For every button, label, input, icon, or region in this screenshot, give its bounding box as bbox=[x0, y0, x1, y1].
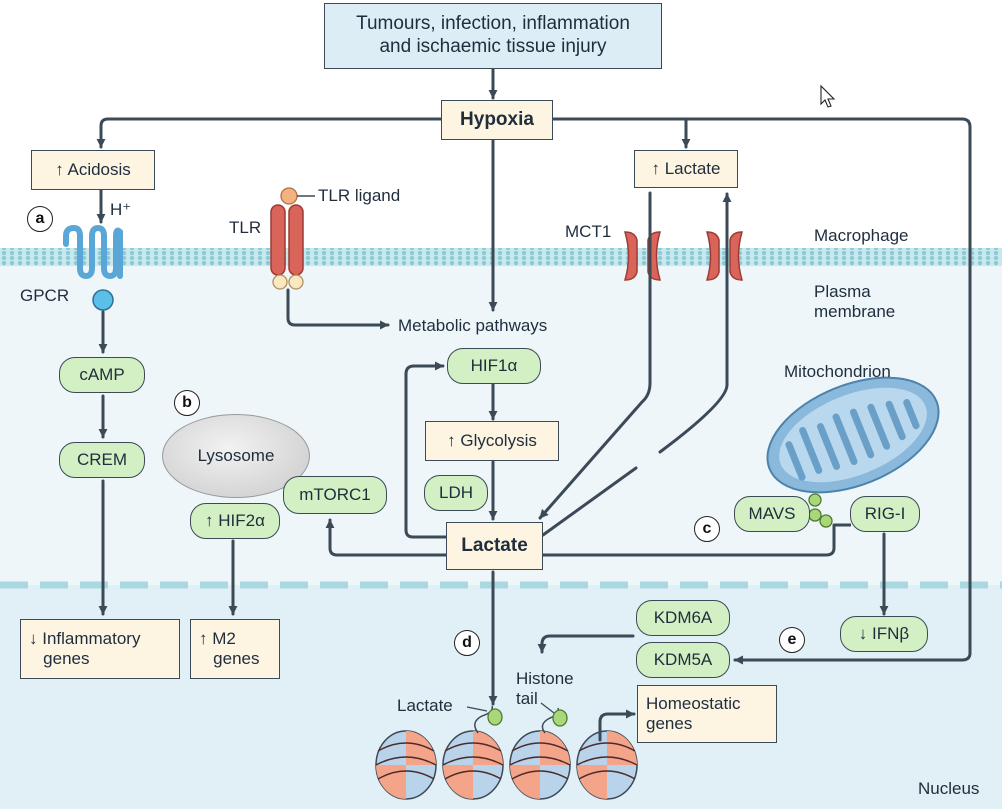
nucleus-label: Nucleus bbox=[918, 779, 980, 798]
panel-label-d: d bbox=[454, 630, 480, 656]
mitochondrion-label: Mitochondrion bbox=[784, 362, 891, 381]
acidosis-box: ↑ Acidosis bbox=[31, 150, 155, 190]
panel-label-b: b bbox=[174, 390, 200, 416]
ifnb-box: ↓ IFNβ bbox=[840, 616, 928, 652]
camp-box: cAMP bbox=[59, 357, 145, 393]
plasma-membrane-band bbox=[0, 248, 1002, 266]
histone-tail-label: Histone tail bbox=[516, 669, 574, 708]
g-protein bbox=[92, 289, 114, 311]
mtorc1-box: mTORC1 bbox=[283, 476, 387, 514]
homeostatic-genes-box: Homeostatic genes bbox=[637, 685, 777, 743]
hypoxia-box: Hypoxia bbox=[441, 100, 553, 140]
tlr-label: TLR bbox=[229, 218, 262, 237]
tlr-receptor bbox=[270, 187, 304, 290]
lactate-small-label: Lactate bbox=[397, 696, 453, 715]
mavs-box: MAVS bbox=[734, 496, 810, 532]
nucleosomes bbox=[375, 705, 638, 800]
lactate-center-box: Lactate bbox=[446, 522, 543, 570]
tlr-ligand-label: TLR ligand bbox=[318, 186, 401, 205]
plasma-membrane-label: Plasma membrane bbox=[814, 282, 896, 321]
glycolysis-box: ↑ Glycolysis bbox=[425, 421, 559, 461]
mitochondrion-organelle bbox=[766, 376, 940, 494]
panel-label-a: a bbox=[27, 206, 53, 232]
hif2a-box: ↑ HIF2α bbox=[190, 503, 280, 539]
kdm6a-box: KDM6A bbox=[636, 600, 730, 636]
metabolic-pathways-label: Metabolic pathways bbox=[398, 316, 548, 335]
panel-label-c: c bbox=[694, 516, 720, 542]
lactate-up-box: ↑ Lactate bbox=[634, 150, 738, 188]
macrophage-label: Macrophage bbox=[814, 226, 909, 245]
gpcr-receptor bbox=[63, 224, 123, 280]
hif1a-box: HIF1α bbox=[447, 348, 541, 384]
gpcr-label: GPCR bbox=[20, 286, 70, 305]
panel-label-e: e bbox=[779, 627, 805, 653]
pathway-arrows bbox=[96, 66, 972, 742]
rig-i-box: RIG-I bbox=[850, 496, 920, 532]
h-plus-label: H⁺ bbox=[110, 200, 132, 219]
top-box-trigger: Tumours, infection, inflammation and isc… bbox=[324, 3, 662, 69]
mouse-cursor-icon bbox=[820, 84, 836, 108]
ldh-box: LDH bbox=[424, 475, 488, 511]
kdm5a-box: KDM5A bbox=[636, 642, 730, 678]
m2-genes-box: ↑ M2 genes bbox=[190, 619, 280, 679]
mct1-label: MCT1 bbox=[565, 222, 612, 241]
mavs-beads bbox=[808, 493, 833, 528]
crem-box: CREM bbox=[59, 442, 145, 478]
inflammatory-genes-box: ↓ Inflammatory genes bbox=[20, 619, 180, 679]
